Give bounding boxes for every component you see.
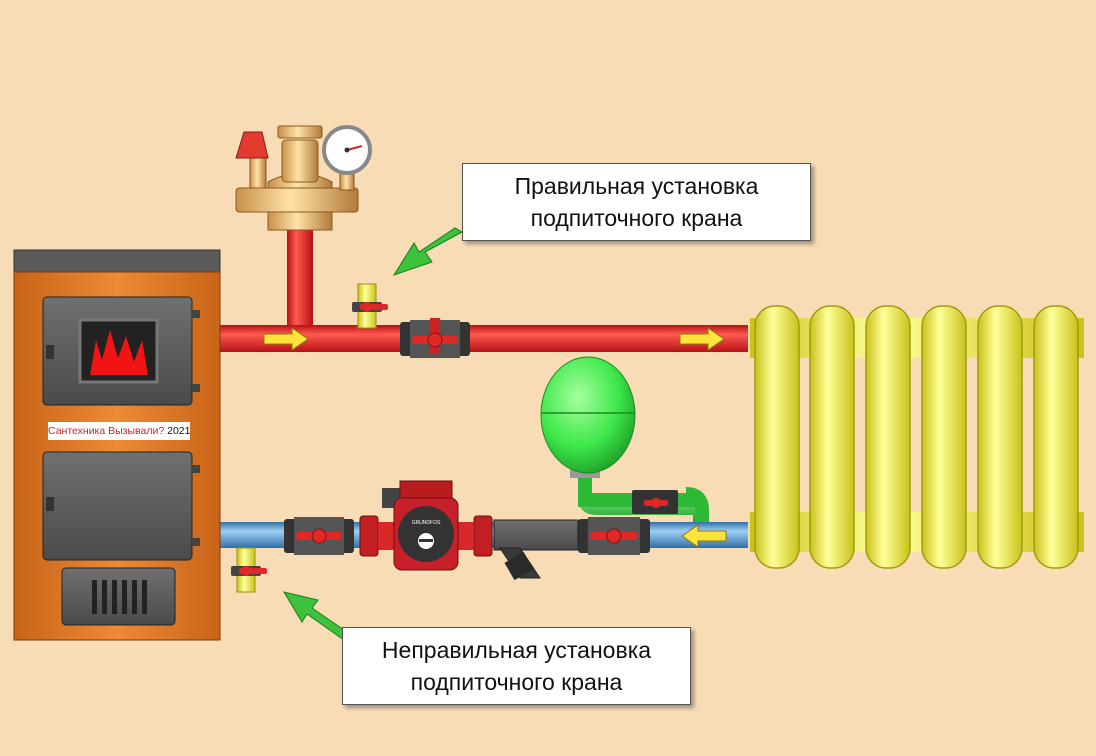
- callout-line: подпиточного крана: [530, 205, 743, 231]
- radiator-section: [865, 305, 911, 569]
- radiator: [750, 305, 1084, 569]
- return-ball-valve-radiator[interactable]: [578, 517, 650, 555]
- return-ball-valve-boiler[interactable]: [284, 517, 354, 555]
- radiator-section: [1033, 305, 1079, 569]
- ash-door: [61, 567, 176, 626]
- nameplate-text: Сантехника Вызывали?: [48, 425, 165, 437]
- fire-icon: [90, 330, 148, 375]
- callout-incorrect-installation: Неправильная установка подпиточного кран…: [342, 627, 691, 705]
- boiler-nameplate: Сантехника Вызывали? 2021г.: [48, 422, 190, 440]
- tank-ball-valve[interactable]: [632, 490, 678, 514]
- flow-arrow-icon: [679, 327, 725, 351]
- callout-line: Правильная установка: [514, 173, 759, 199]
- solid-fuel-boiler: [13, 249, 221, 641]
- safety-valve-cap: [235, 131, 269, 159]
- air-vent: [281, 139, 319, 183]
- callout-line: подпиточного крана: [410, 669, 623, 695]
- pump-brand: GRUNDFOS: [412, 520, 441, 526]
- radiator-section: [921, 305, 967, 569]
- flow-arrow-icon: [681, 524, 727, 548]
- radiator-section: [809, 305, 855, 569]
- loading-door: [42, 451, 193, 561]
- callout-line: Неправильная установка: [381, 637, 652, 663]
- callout-correct-installation: Правильная установка подпиточного крана: [462, 163, 811, 241]
- vertical-supply-pipe: [287, 225, 313, 327]
- y-strainer: [493, 519, 579, 581]
- flow-arrow-icon: [263, 327, 309, 351]
- radiator-section: [977, 305, 1023, 569]
- pointer-arrow-incorrect: [282, 591, 351, 641]
- pointer-arrow-correct: [392, 227, 464, 276]
- safety-group: [235, 125, 372, 327]
- makeup-valve-correct[interactable]: [352, 283, 388, 329]
- nameplate-year: 2021г.: [167, 425, 190, 437]
- expansion-tank: [540, 356, 709, 522]
- makeup-valve-incorrect[interactable]: [231, 547, 267, 593]
- supply-ball-valve[interactable]: [400, 318, 470, 358]
- circulation-pump: GRUNDFOS: [359, 480, 493, 571]
- radiator-section: [754, 305, 800, 569]
